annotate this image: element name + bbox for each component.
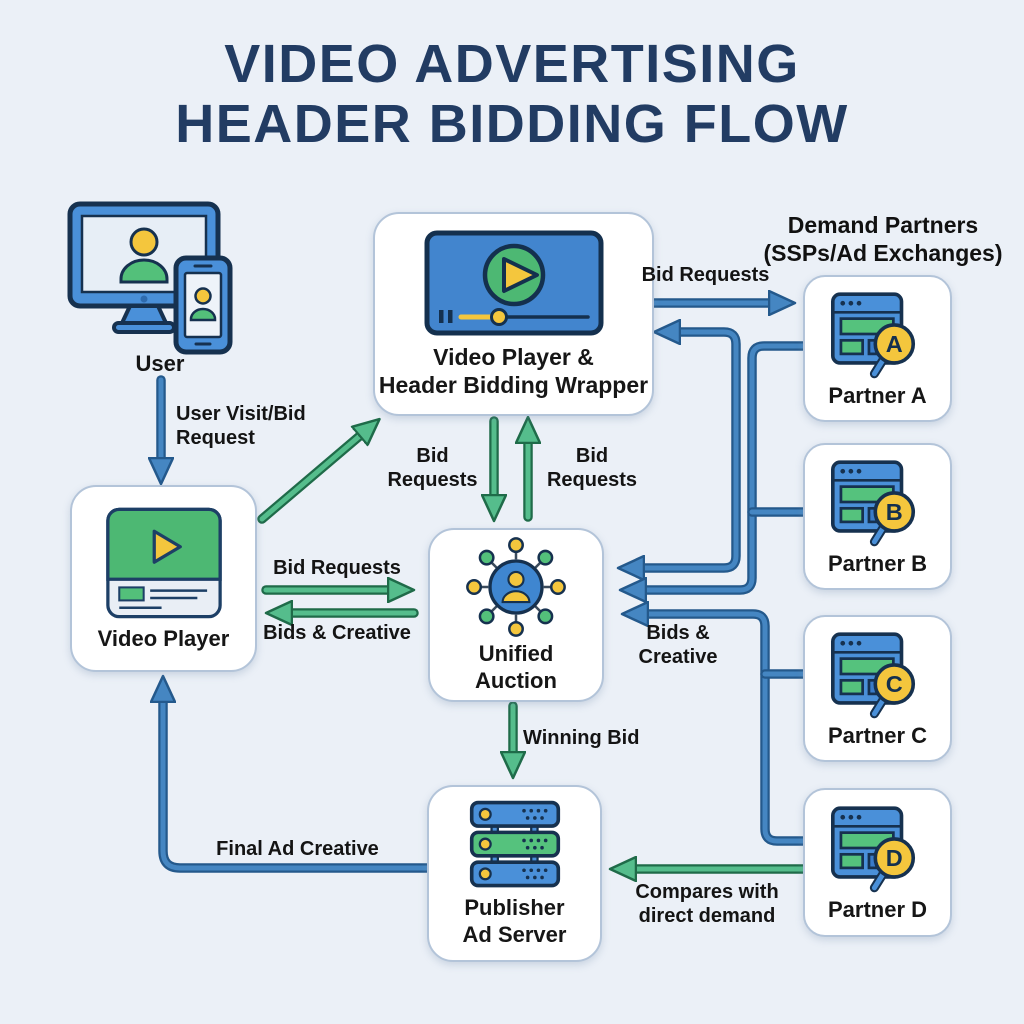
page-title-line2: HEADER BIDDING FLOW — [175, 94, 849, 155]
node-video-player: Video Player — [70, 485, 257, 672]
partner-c-icon: C — [830, 632, 915, 719]
edge-partners-ab-to-auction — [643, 341, 815, 590]
partner-d-icon: D — [830, 806, 915, 893]
label-final-ad-creative: Final Ad Creative — [216, 838, 379, 860]
label-user-visit: User Visit/Bid Request — [176, 403, 306, 449]
partner-c-letter: C — [885, 671, 902, 697]
edge-partners-cd-to-auction — [645, 614, 815, 846]
partner-a-icon: A — [830, 292, 915, 379]
partner-b-label: Partner B — [827, 551, 928, 577]
publisher-ad-server-label: Publisher Ad Server — [462, 894, 567, 947]
node-partner-a: A Partner A — [803, 275, 952, 422]
node-video-player-header-bidding-wrapper: Video Player & Header Bidding Wrapper — [373, 212, 654, 416]
edge-video-player-to-wrapper — [257, 434, 362, 524]
partner-d-label: Partner D — [827, 897, 928, 923]
video-player-card-icon — [105, 507, 222, 619]
partner-d-letter: D — [885, 845, 902, 871]
unified-auction-icon — [466, 537, 566, 638]
edge-publisher-to-video-player — [163, 699, 437, 873]
label-bid-requests-up: Bid Requests — [546, 445, 638, 491]
partner-c-label: Partner C — [827, 723, 928, 749]
label-compares: Compares with direct demand — [635, 881, 779, 927]
wrapper-label: Video Player & Header Bidding Wrapper — [378, 343, 649, 398]
page-title: VIDEO ADVERTISING HEADER BIDDING FLOW — [0, 34, 1024, 155]
video-player-icon — [424, 230, 603, 336]
unified-auction-label: Unified Auction — [475, 641, 557, 693]
user-label: User — [135, 351, 185, 376]
label-bid-requests-down: Bid Requests — [387, 445, 478, 491]
ad-server-icon — [469, 800, 560, 888]
page-title-line1: VIDEO ADVERTISING — [224, 34, 800, 94]
partner-b-letter: B — [885, 499, 902, 525]
label-winning-bid: Winning Bid — [523, 727, 640, 749]
label-bid-requests-horizontal: Bid Requests — [273, 557, 401, 579]
label-bid-requests-to-partners: Bid Requests — [641, 264, 770, 286]
node-publisher-ad-server: Publisher Ad Server — [427, 785, 602, 962]
label-bids-creative-horizontal: Bids & Creative — [263, 622, 411, 644]
node-unified-auction: Unified Auction — [428, 528, 604, 702]
node-partner-b: B Partner B — [803, 443, 952, 590]
node-partner-d: D Partner D — [803, 788, 952, 937]
partner-a-label: Partner A — [828, 383, 927, 409]
label-bids-creative-partners: Bids & Creative — [638, 622, 718, 668]
partner-a-letter: A — [885, 331, 902, 357]
user-devices-icon — [67, 201, 233, 355]
node-partner-c: C Partner C — [803, 615, 952, 762]
demand-partners-heading: Demand Partners (SSPs/Ad Exchanges) — [763, 212, 1003, 266]
video-player-label: Video Player — [97, 626, 230, 652]
partner-b-icon: B — [830, 460, 915, 547]
edge-partners-return-to-wrapper — [641, 332, 741, 568]
